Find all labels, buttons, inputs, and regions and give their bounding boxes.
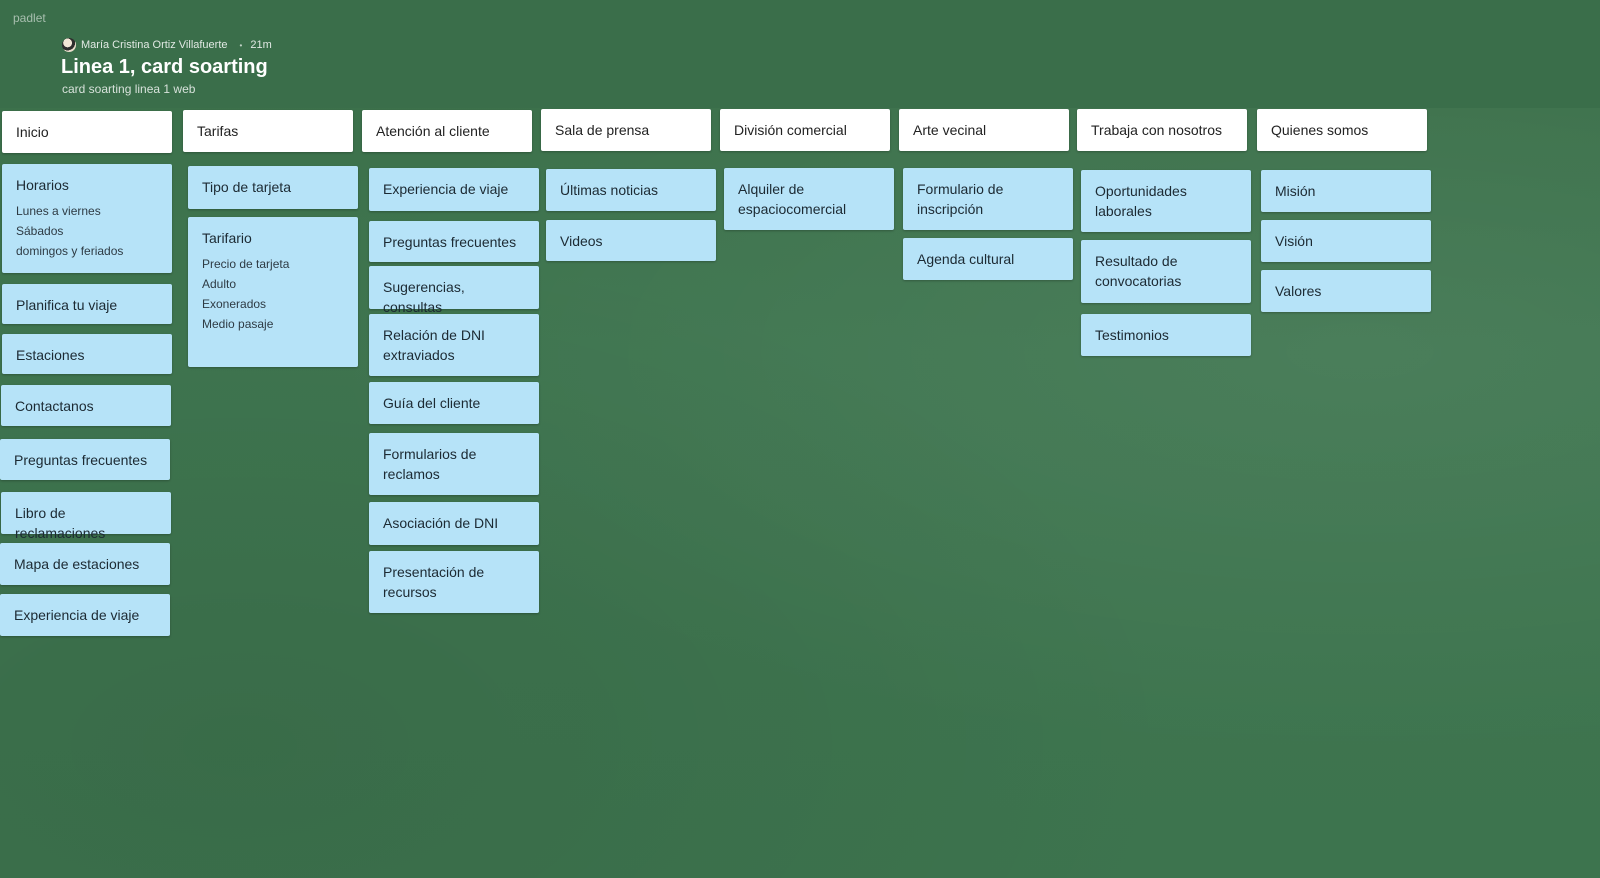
post-title: Presentación de recursos xyxy=(383,564,485,600)
post-title: Resultado de convocatorias xyxy=(1095,253,1182,289)
post-title: Mapa de estaciones xyxy=(14,556,140,572)
post-card[interactable]: Estaciones xyxy=(2,334,172,374)
post-title: Formulario de inscripción xyxy=(917,181,1004,217)
post-time: 21m xyxy=(250,39,272,51)
post-title: Libro de reclamaciones xyxy=(15,505,106,541)
post-card[interactable]: Formulario de inscripción xyxy=(903,168,1073,230)
post-title: Asociación de DNI xyxy=(383,515,499,531)
post-title: Testimonios xyxy=(1095,327,1169,343)
post-title: Preguntas frecuentes xyxy=(14,452,148,468)
post-card[interactable]: Testimonios xyxy=(1081,314,1251,356)
post-body-line: Sábados xyxy=(16,224,64,238)
post-card[interactable]: Misión xyxy=(1261,170,1431,212)
post-title: Relación de DNI extraviados xyxy=(383,327,485,363)
section-header-arte-vecinal[interactable]: Arte vecinal xyxy=(899,109,1069,151)
section-header-division-comercial[interactable]: División comercial xyxy=(720,109,890,151)
post-title: Guía del cliente xyxy=(383,395,481,411)
post-card[interactable]: Formularios de reclamos xyxy=(369,433,539,495)
board-subtitle: card soarting linea 1 web xyxy=(62,82,196,96)
post-title: Horarios xyxy=(16,177,69,193)
post-title: Últimas noticias xyxy=(560,182,659,198)
post-title: Misión xyxy=(1275,183,1316,199)
post-body-line: Exonerados xyxy=(202,297,267,311)
post-card[interactable]: Tipo de tarjeta xyxy=(188,166,358,209)
post-title: Experiencia de viaje xyxy=(14,607,140,623)
post-title: Tipo de tarjeta xyxy=(202,179,291,195)
post-body-line: Medio pasaje xyxy=(202,317,274,331)
section-header-atencion-al-cliente[interactable]: Atención al cliente xyxy=(362,110,532,152)
post-card[interactable]: Últimas noticias xyxy=(546,169,716,211)
author-name: María Cristina Ortiz Villafuerte xyxy=(81,39,228,51)
board-title: Linea 1, card soarting xyxy=(61,56,268,78)
post-title: Agenda cultural xyxy=(917,251,1015,267)
post-title: Tarifario xyxy=(202,230,252,246)
post-card[interactable]: Experiencia de viaje xyxy=(0,594,170,636)
post-card[interactable]: Preguntas frecuentes xyxy=(0,439,170,480)
post-body-line: Adulto xyxy=(202,277,237,291)
post-card[interactable]: Libro de reclamaciones xyxy=(1,492,171,541)
post-card[interactable]: Presentación de recursos xyxy=(369,551,539,613)
post-card[interactable]: Sugerencias, consultas xyxy=(369,266,539,315)
post-title: Preguntas frecuentes xyxy=(383,234,517,250)
board-header-band xyxy=(0,0,1600,108)
post-card[interactable]: Videos xyxy=(546,220,716,261)
post-card[interactable]: Contactanos xyxy=(1,385,171,426)
post-card[interactable]: Asociación de DNI xyxy=(369,502,539,545)
post-title: Formularios de reclamos xyxy=(383,446,477,482)
post-card[interactable]: Guía del cliente xyxy=(369,382,539,424)
post-card[interactable]: Resultado de convocatorias xyxy=(1081,240,1251,303)
post-title: Valores xyxy=(1275,283,1322,299)
post-title: Planifica tu viaje xyxy=(16,297,118,313)
post-card[interactable]: Agenda cultural xyxy=(903,238,1073,280)
post-card[interactable]: Preguntas frecuentes xyxy=(369,221,539,262)
post-title: Videos xyxy=(560,233,603,249)
post-card[interactable]: Oportunidades laborales xyxy=(1081,170,1251,232)
post-card[interactable]: Valores xyxy=(1261,270,1431,312)
post-title: Alquiler de espaciocomercial xyxy=(738,181,847,217)
section-header-tarifas[interactable]: Tarifas xyxy=(183,110,353,152)
post-card[interactable]: Alquiler de espaciocomercial xyxy=(724,168,894,230)
post-card[interactable]: Relación de DNI extraviados xyxy=(369,314,539,376)
section-header-trabaja-con-nosotros[interactable]: Trabaja con nosotros xyxy=(1077,109,1247,151)
separator-dot-icon: • xyxy=(239,40,243,50)
section-header-quienes-somos[interactable]: Quienes somos xyxy=(1257,109,1427,151)
post-title: Estaciones xyxy=(16,347,85,363)
post-card[interactable]: Mapa de estaciones xyxy=(0,543,170,585)
post-title: Contactanos xyxy=(15,398,94,414)
section-header-sala-de-prensa[interactable]: Sala de prensa xyxy=(541,109,711,151)
author-meta: María Cristina Ortiz Villafuerte • 21m xyxy=(62,38,272,52)
padlet-logo[interactable]: padlet xyxy=(13,11,46,25)
section-header-inicio[interactable]: Inicio xyxy=(2,111,172,153)
post-title: Sugerencias, consultas xyxy=(383,279,465,315)
post-body-line: Precio de tarjeta xyxy=(202,257,290,271)
post-title: Visión xyxy=(1275,233,1313,249)
post-title: Oportunidades laborales xyxy=(1095,183,1187,219)
post-body-line: Lunes a viernes xyxy=(16,204,101,218)
post-title: Experiencia de viaje xyxy=(383,181,509,197)
post-card[interactable]: Visión xyxy=(1261,220,1431,262)
avatar[interactable] xyxy=(62,38,76,52)
post-card[interactable]: Planifica tu viaje xyxy=(2,284,172,324)
post-body-line: domingos y feriados xyxy=(16,244,124,258)
post-card[interactable]: Experiencia de viaje xyxy=(369,168,539,211)
